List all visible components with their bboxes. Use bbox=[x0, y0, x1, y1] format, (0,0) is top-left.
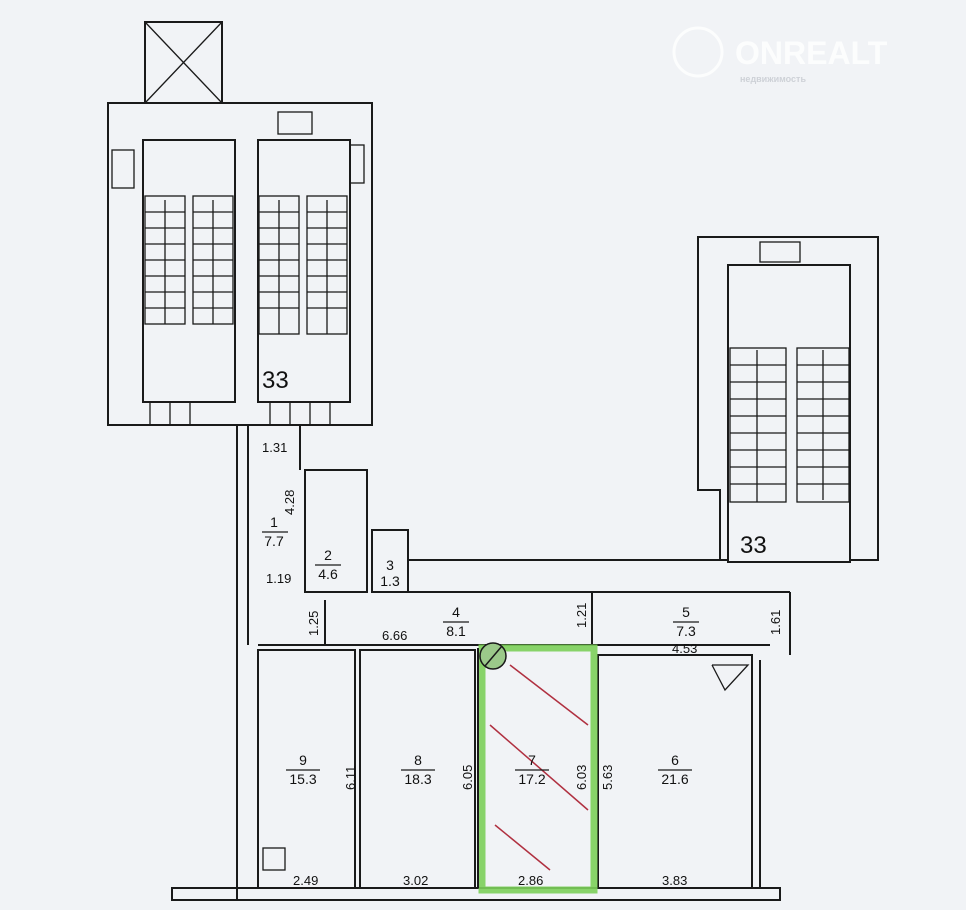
svg-text:3.02: 3.02 bbox=[403, 873, 428, 888]
svg-text:1.19: 1.19 bbox=[266, 571, 291, 586]
svg-text:3.83: 3.83 bbox=[662, 873, 687, 888]
svg-text:8: 8 bbox=[414, 752, 422, 768]
ventilation-shaft bbox=[144, 21, 223, 104]
svg-text:4.6: 4.6 bbox=[318, 566, 338, 582]
svg-text:ONREALT: ONREALT bbox=[735, 35, 888, 71]
svg-text:7.7: 7.7 bbox=[264, 533, 284, 549]
room-labels: 1 7.7 2 4.6 31.3 4 8.1 5 7.3 6 21.6 7 17.2 8 18… bbox=[262, 514, 699, 787]
svg-text:недвижимость: недвижимость bbox=[740, 74, 806, 84]
svg-text:7: 7 bbox=[528, 752, 536, 768]
svg-text:8.1: 8.1 bbox=[446, 623, 466, 639]
left-stair-block: 33 bbox=[107, 102, 373, 426]
svg-text:17.2: 17.2 bbox=[518, 771, 545, 787]
dimension-labels: 1.31 4.28 1.19 1.25 6.66 1.21 4.53 1.61 … bbox=[262, 440, 783, 888]
svg-text:6: 6 bbox=[671, 752, 679, 768]
svg-text:1: 1 bbox=[270, 514, 278, 530]
svg-text:1.3: 1.3 bbox=[380, 573, 400, 589]
svg-text:2: 2 bbox=[324, 547, 332, 563]
svg-text:2.86: 2.86 bbox=[518, 873, 543, 888]
stairwell-label: 33 bbox=[262, 367, 289, 394]
svg-text:6.05: 6.05 bbox=[460, 765, 475, 790]
svg-text:1.21: 1.21 bbox=[574, 603, 589, 628]
svg-text:1.61: 1.61 bbox=[768, 610, 783, 635]
svg-text:2.49: 2.49 bbox=[293, 873, 318, 888]
apartment-walls bbox=[171, 424, 791, 901]
watermark-logo: ONREALT недвижимость bbox=[672, 26, 888, 84]
svg-text:4.53: 4.53 bbox=[672, 641, 697, 656]
highlighted-room-7[interactable] bbox=[477, 642, 598, 894]
svg-text:7.3: 7.3 bbox=[676, 623, 696, 639]
right-stair-block: 33 bbox=[697, 236, 879, 563]
svg-text:3: 3 bbox=[386, 557, 394, 573]
svg-text:1.31: 1.31 bbox=[262, 440, 287, 455]
svg-text:1.25: 1.25 bbox=[306, 611, 321, 636]
svg-text:18.3: 18.3 bbox=[404, 771, 431, 787]
svg-text:5.63: 5.63 bbox=[600, 765, 615, 790]
svg-text:15.3: 15.3 bbox=[289, 771, 316, 787]
svg-text:6.66: 6.66 bbox=[382, 628, 407, 643]
svg-text:4: 4 bbox=[452, 604, 460, 620]
svg-text:5: 5 bbox=[682, 604, 690, 620]
svg-text:21.6: 21.6 bbox=[661, 771, 688, 787]
svg-text:6.11: 6.11 bbox=[343, 766, 358, 790]
stairwell-label: 33 bbox=[740, 532, 767, 559]
svg-text:4.28: 4.28 bbox=[282, 490, 297, 515]
svg-text:6.03: 6.03 bbox=[574, 765, 589, 790]
svg-text:9: 9 bbox=[299, 752, 307, 768]
